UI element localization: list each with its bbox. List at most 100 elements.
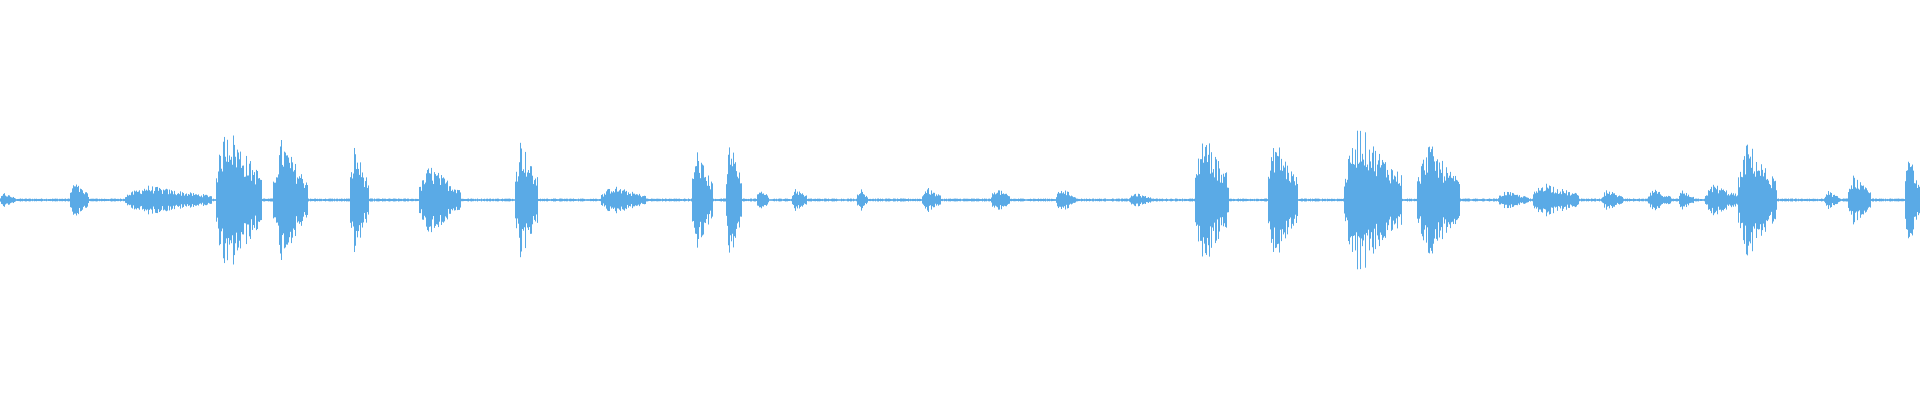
waveform-sample-bar	[743, 198, 744, 202]
waveform-sample-bar	[783, 199, 784, 201]
waveform-sample-bar	[1700, 198, 1701, 202]
waveform-sample-bar	[1028, 199, 1029, 201]
waveform-sample-bar	[766, 194, 767, 206]
waveform-sample-bar	[731, 158, 732, 242]
waveform-sample-bar	[1619, 195, 1620, 205]
waveform-sample-bar	[426, 173, 427, 227]
waveform-sample-bar	[310, 198, 311, 202]
waveform-sample-bar	[1256, 198, 1257, 202]
waveform-sample-bar	[1757, 171, 1758, 229]
waveform-sample-bar	[1799, 199, 1800, 201]
waveform-sample-bar	[615, 188, 616, 212]
waveform-sample-bar	[278, 174, 279, 226]
waveform-sample-bar	[847, 198, 848, 202]
waveform-sample-bar	[1544, 191, 1545, 209]
waveform-sample-bar	[1025, 199, 1026, 201]
waveform-sample-bar	[1620, 196, 1621, 204]
waveform-sample-bar	[425, 182, 426, 218]
waveform-sample-bar	[774, 198, 775, 202]
waveform-sample-bar	[1153, 198, 1154, 202]
waveform-sample-bar	[1674, 199, 1675, 201]
waveform-sample-bar	[1110, 199, 1111, 201]
waveform-sample-bar	[1117, 198, 1118, 202]
waveform-sample-bar	[107, 199, 108, 201]
waveform-sample-bar	[858, 195, 859, 205]
waveform-sample-bar	[508, 198, 509, 202]
waveform-sample-bar	[422, 180, 423, 220]
waveform-sample-bar	[1400, 185, 1401, 215]
waveform-sample-bar	[584, 198, 585, 202]
waveform-sample-bar	[222, 171, 223, 229]
waveform-sample-bar	[1486, 199, 1487, 201]
waveform-sample-bar	[629, 193, 630, 207]
waveform-sample-bar	[921, 199, 922, 201]
waveform-sample-bar	[771, 199, 772, 201]
waveform-sample-bar	[30, 198, 31, 202]
waveform-sample-bar	[698, 161, 699, 239]
waveform-sample-bar	[1120, 199, 1121, 201]
waveform-sample-bar	[949, 198, 950, 202]
waveform-sample-bar	[1572, 193, 1573, 207]
waveform-sample-bar	[1710, 189, 1711, 211]
waveform-sample-bar	[1267, 199, 1268, 201]
waveform-sample-bar	[1068, 191, 1069, 209]
waveform-sample-bar	[1741, 176, 1742, 224]
waveform-sample-bar	[1587, 198, 1588, 202]
waveform-sample-bar	[1856, 188, 1857, 212]
waveform-sample-bar	[19, 198, 20, 202]
waveform-sample-bar	[1056, 197, 1057, 203]
waveform-sample-bar	[245, 176, 246, 224]
waveform-sample-bar	[749, 199, 750, 201]
waveform-sample-bar	[365, 181, 366, 219]
waveform-sample-bar	[591, 198, 592, 202]
waveform-sample-bar	[712, 183, 713, 217]
waveform-sample-bar	[1828, 191, 1829, 209]
waveform-sample-bar	[995, 194, 996, 206]
waveform-sample-bar	[58, 199, 59, 201]
waveform-sample-bar	[790, 199, 791, 201]
waveform-sample-bar	[574, 199, 575, 201]
waveform-sample-bar	[1044, 198, 1045, 202]
waveform-sample-bar	[935, 196, 936, 204]
waveform-sample-bar	[1588, 198, 1589, 202]
waveform-sample-bar	[725, 198, 726, 202]
waveform-sample-bar	[444, 178, 445, 222]
waveform-sample-bar	[399, 198, 400, 202]
waveform-sample-bar	[1137, 196, 1138, 204]
waveform-sample-bar	[1780, 198, 1781, 202]
waveform-sample-bar	[1868, 192, 1869, 208]
waveform-sample-bar	[1743, 159, 1744, 241]
waveform-sample-bar	[746, 198, 747, 202]
waveform-sample-bar	[735, 162, 736, 238]
waveform-sample-bar	[1536, 191, 1537, 209]
waveform-sample-bar	[406, 199, 407, 201]
waveform-sample-bar	[1742, 177, 1743, 223]
waveform-sample-bar	[360, 162, 361, 238]
waveform-sample-bar	[462, 198, 463, 202]
waveform-sample-bar	[1677, 198, 1678, 202]
waveform-sample-bar	[554, 198, 555, 202]
waveform-sample-bar	[337, 198, 338, 202]
waveform-sample-bar	[565, 198, 566, 202]
waveform-sample-bar	[481, 198, 482, 202]
waveform-sample-bar	[361, 177, 362, 223]
waveform-sample-bar	[276, 177, 277, 223]
waveform-sample-bar	[482, 199, 483, 201]
waveform-sample-bar	[1263, 199, 1264, 201]
waveform-sample-bar	[1260, 199, 1261, 201]
waveform-sample-bar	[1196, 174, 1197, 226]
waveform-sample-bar	[1488, 198, 1489, 202]
waveform-sample-bar	[590, 198, 591, 202]
waveform-sample-bar	[1041, 198, 1042, 202]
waveform-sample-bar	[952, 198, 953, 202]
waveform-sample-bar	[1002, 193, 1003, 207]
waveform-sample-bar	[1876, 198, 1877, 202]
waveform-sample-bar	[1182, 198, 1183, 202]
waveform-sample-bar	[532, 175, 533, 225]
waveform-sample-bar	[1447, 173, 1448, 227]
waveform-sample-bar	[1029, 199, 1030, 201]
waveform-sample-bar	[407, 198, 408, 202]
waveform-sample-bar	[1236, 199, 1237, 201]
waveform-sample-bar	[1266, 198, 1267, 202]
